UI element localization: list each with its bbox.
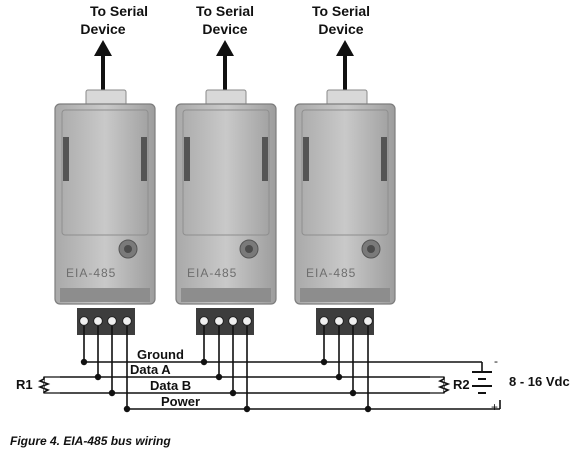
supply-positive-label: + — [491, 400, 498, 414]
resistor-label-r2: R2 — [453, 377, 470, 392]
destination-label-2-line-2: Device — [202, 21, 247, 37]
up-arrow-icon — [336, 40, 354, 94]
bus-label-data-a: Data A — [130, 362, 171, 377]
bus-label-data-b: Data B — [150, 378, 191, 393]
resistor-r2-icon — [437, 377, 451, 393]
up-arrow-icon — [216, 40, 234, 94]
up-arrow-icon — [94, 40, 112, 94]
converter-module-2: To Serial Device EIA-485 — [175, 3, 277, 335]
bus-label-power: Power — [161, 394, 200, 409]
module-model-label: EIA-485 — [306, 266, 356, 280]
bus-label-ground: Ground — [137, 347, 184, 362]
converter-module-1: To Serial Device EIA-485 — [54, 3, 156, 335]
module-model-label: EIA-485 — [187, 266, 237, 280]
destination-label-1-line-2: Device — [80, 21, 125, 37]
module-label-panel — [301, 109, 389, 236]
converter-module-3: To Serial Device EIA-485 — [294, 3, 396, 335]
module-model-label: EIA-485 — [66, 266, 116, 280]
destination-label-3-line-2: Device — [318, 21, 363, 37]
destination-label-3-line-1: To Serial — [312, 3, 370, 19]
resistor-label-r1: R1 — [16, 377, 33, 392]
module-label-panel — [182, 109, 270, 236]
supply-voltage-label: 8 - 16 Vdc — [509, 374, 570, 389]
wiring-diagram: To Serial Device EIA-485 To Serial Devic… — [16, 3, 570, 414]
module-label-panel — [61, 109, 149, 236]
junction-dots — [80, 358, 372, 413]
destination-label-2-line-1: To Serial — [196, 3, 254, 19]
resistor-r1-icon — [37, 377, 51, 393]
supply-negative-label: - — [494, 354, 498, 368]
figure-caption: Figure 4. EIA-485 bus wiring — [10, 434, 171, 448]
destination-label-1-line-1: To Serial — [90, 3, 148, 19]
battery-icon — [472, 371, 492, 394]
bus-wiring — [43, 326, 501, 410]
